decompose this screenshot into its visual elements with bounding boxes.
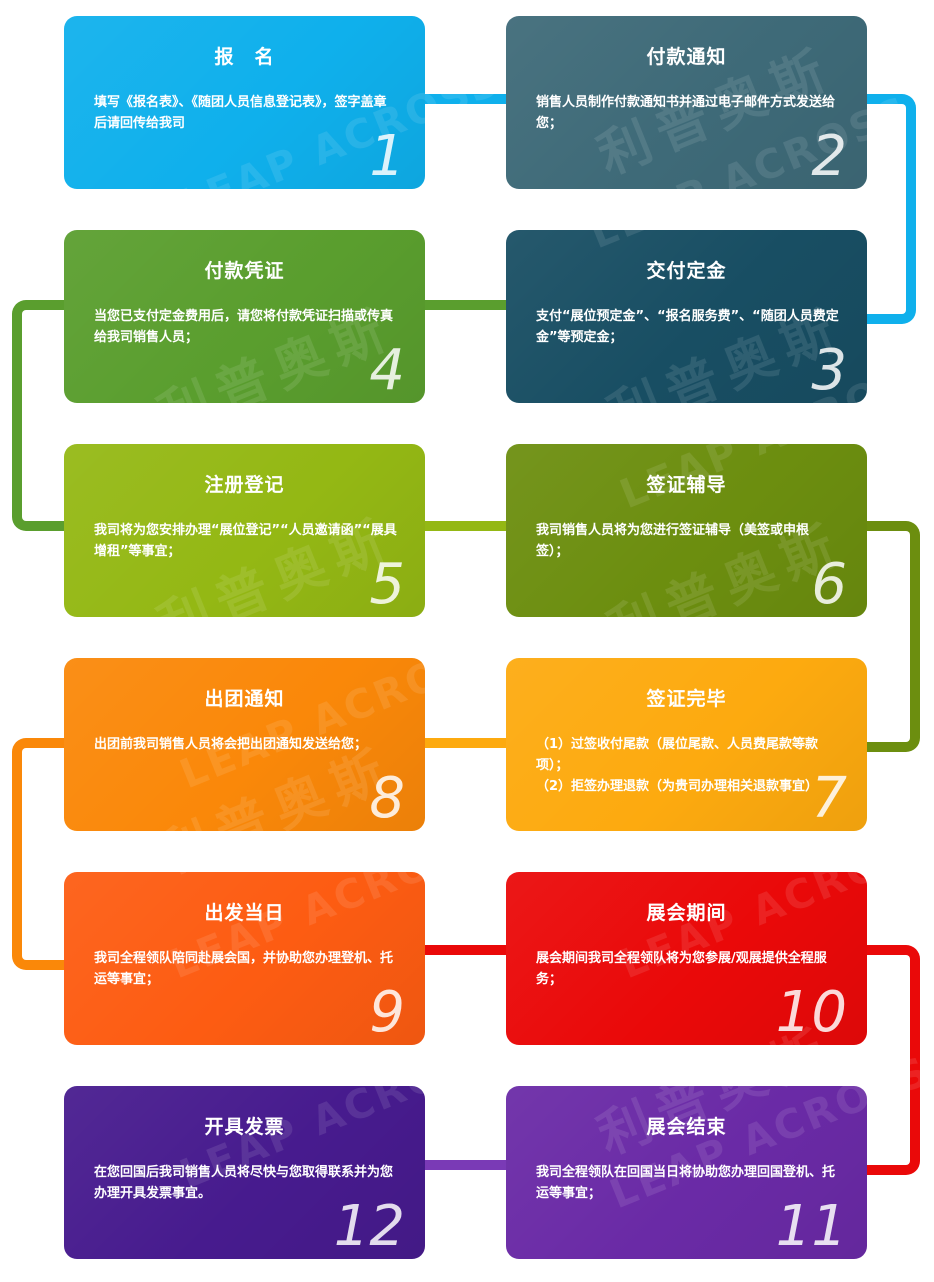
step-description: （1）过签收付尾款（展位尾款、人员费尾款等款项）； （2）拒签办理退款（为贵司办… bbox=[536, 737, 819, 794]
step-title: 付款通知 bbox=[646, 46, 727, 68]
step-description: 我司全程领队陪同赴展会国，并协助您办理登机、托运等事宜； bbox=[94, 951, 394, 987]
step-card-6: 签证辅导 我司销售人员将为您进行签证辅导（美签或申根签）； 6 bbox=[506, 444, 867, 617]
step-title: 出团通知 bbox=[204, 688, 285, 710]
step-number: 11 bbox=[775, 1194, 847, 1259]
step-card-4: 付款凭证 当您已支付定金费用后，请您将付款凭证扫描或传真给我司销售人员； 4 bbox=[64, 230, 425, 403]
step-description: 销售人员制作付款通知书并通过电子邮件方式发送给您； bbox=[536, 95, 836, 131]
step-number: 4 bbox=[369, 338, 405, 403]
step-description: 我司销售人员将为您进行签证辅导（美签或申根签）； bbox=[536, 523, 810, 559]
step-card-10: 展会期间 展会期间我司全程领队将为您参展/观展提供全程服务； 10 bbox=[506, 872, 867, 1045]
step-number: 1 bbox=[369, 124, 405, 189]
step-title: 签证辅导 bbox=[646, 474, 727, 496]
step-number: 12 bbox=[333, 1194, 405, 1259]
step-number: 6 bbox=[811, 552, 847, 617]
step-number: 7 bbox=[811, 766, 847, 831]
step-number: 3 bbox=[811, 338, 847, 403]
step-description: 当您已支付定金费用后，请您将付款凭证扫描或传真给我司销售人员； bbox=[94, 309, 394, 345]
step-title: 注册登记 bbox=[204, 474, 285, 496]
step-number: 10 bbox=[775, 980, 847, 1045]
connector-3-4 bbox=[420, 300, 510, 310]
connector-2-3 bbox=[860, 94, 916, 324]
step-description: 我司全程领队在回国当日将协助您办理回国登机、托运等事宜； bbox=[536, 1165, 836, 1201]
step-card-2: 付款通知 销售人员制作付款通知书并通过电子邮件方式发送给您； 2 bbox=[506, 16, 867, 189]
step-title: 展会结束 bbox=[646, 1116, 727, 1138]
step-card-8: 出团通知 出团前我司销售人员将会把出团通知发送给您； 8 bbox=[64, 658, 425, 831]
step-description: 支付“展位预定金”、“报名服务费”、“随团人员费定金”等预定金； bbox=[536, 309, 839, 345]
step-description: 展会期间我司全程领队将为您参展/观展提供全程服务； bbox=[536, 951, 827, 987]
step-card-5: 注册登记 我司将为您安排办理“展位登记”“人员邀请函”“展具增租”等事宜； 5 bbox=[64, 444, 425, 617]
step-card-9: 出发当日 我司全程领队陪同赴展会国，并协助您办理登机、托运等事宜； 9 bbox=[64, 872, 425, 1045]
connector-8-9 bbox=[12, 738, 70, 970]
step-title: 报 名 bbox=[214, 46, 275, 68]
step-number: 8 bbox=[369, 766, 405, 831]
step-number: 9 bbox=[369, 980, 405, 1045]
step-description: 在您回国后我司销售人员将尽快与您取得联系并为您办理开具发票事宜。 bbox=[94, 1165, 394, 1201]
connector-6-7 bbox=[860, 521, 920, 752]
step-description: 填写《报名表》、《随团人员信息登记表》，签字盖章后请回传给我司 bbox=[94, 95, 387, 131]
step-card-3: 交付定金 支付“展位预定金”、“报名服务费”、“随团人员费定金”等预定金； 3 bbox=[506, 230, 867, 403]
connector-9-10 bbox=[420, 945, 510, 955]
step-card-12: 开具发票 在您回国后我司销售人员将尽快与您取得联系并为您办理开具发票事宜。 12 bbox=[64, 1086, 425, 1259]
step-card-11: 展会结束 我司全程领队在回国当日将协助您办理回国登机、托运等事宜； 11 bbox=[506, 1086, 867, 1259]
step-title: 开具发票 bbox=[204, 1116, 285, 1138]
connector-7-8 bbox=[420, 738, 510, 748]
connector-1-2 bbox=[420, 94, 510, 104]
connector-10-11 bbox=[860, 945, 920, 1175]
step-description: 我司将为您安排办理“展位登记”“人员邀请函”“展具增租”等事宜； bbox=[94, 523, 397, 559]
step-title: 签证完毕 bbox=[646, 688, 727, 710]
step-number: 5 bbox=[369, 552, 405, 617]
step-title: 交付定金 bbox=[646, 260, 727, 282]
connector-5-6 bbox=[420, 521, 510, 531]
step-description: 出团前我司销售人员将会把出团通知发送给您； bbox=[94, 737, 368, 752]
connector-4-5 bbox=[12, 300, 70, 531]
connector-11-12 bbox=[420, 1160, 510, 1170]
step-title: 付款凭证 bbox=[204, 260, 285, 282]
step-title: 出发当日 bbox=[204, 902, 285, 924]
step-title: 展会期间 bbox=[646, 902, 727, 924]
step-number: 2 bbox=[811, 124, 847, 189]
step-card-1: 报 名 填写《报名表》、《随团人员信息登记表》，签字盖章后请回传给我司 1 bbox=[64, 16, 425, 189]
step-card-7: 签证完毕 （1）过签收付尾款（展位尾款、人员费尾款等款项）； （2）拒签办理退款… bbox=[506, 658, 867, 831]
